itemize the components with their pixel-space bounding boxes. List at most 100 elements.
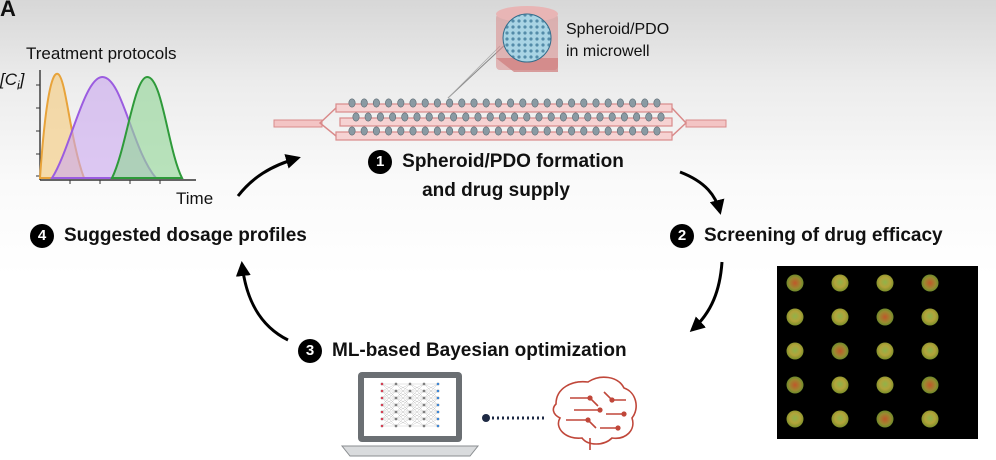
microwell bbox=[620, 112, 628, 122]
step-3-number: 3 bbox=[298, 339, 322, 363]
nn-node bbox=[408, 410, 412, 414]
microwell bbox=[633, 112, 641, 122]
microwell bbox=[616, 126, 624, 136]
microwell bbox=[401, 112, 409, 122]
microwell bbox=[511, 112, 519, 122]
microwell bbox=[608, 112, 616, 122]
microwell bbox=[385, 126, 393, 136]
spheroid bbox=[876, 342, 894, 360]
step-4-number: 4 bbox=[30, 224, 54, 248]
microwell bbox=[360, 126, 368, 136]
spheroid bbox=[786, 376, 804, 394]
nn-node bbox=[436, 396, 440, 400]
brain-icon bbox=[552, 376, 637, 450]
step-1-number: 1 bbox=[368, 150, 393, 174]
nn-node bbox=[394, 382, 398, 386]
treatment-protocol-plot bbox=[36, 70, 196, 184]
nn-node bbox=[436, 424, 440, 428]
spheroid bbox=[876, 274, 894, 292]
microwell bbox=[531, 126, 539, 136]
plot-y-label: [Ci] bbox=[0, 70, 25, 93]
microwell bbox=[482, 126, 490, 136]
microwell bbox=[348, 126, 356, 136]
panel-letter: A bbox=[0, 0, 16, 21]
spheroid bbox=[786, 308, 804, 326]
microwell bbox=[425, 112, 433, 122]
microwell bbox=[531, 98, 539, 108]
microwell bbox=[616, 98, 624, 108]
microwell bbox=[474, 112, 482, 122]
microwell bbox=[376, 112, 384, 122]
nn-node bbox=[394, 396, 398, 400]
microwell bbox=[559, 112, 567, 122]
microwell bbox=[482, 98, 490, 108]
nn-node bbox=[436, 389, 440, 393]
nn-node bbox=[422, 403, 426, 407]
microwell bbox=[519, 126, 527, 136]
spheroid bbox=[876, 308, 894, 326]
laptop-brain-connector bbox=[482, 414, 546, 422]
spheroid bbox=[786, 274, 804, 292]
nn-node bbox=[394, 389, 398, 393]
microwell bbox=[458, 98, 466, 108]
spheroid-pdo-label: Spheroid/PDO in microwell bbox=[566, 21, 670, 60]
microwell bbox=[360, 98, 368, 108]
channel-1 bbox=[335, 103, 673, 113]
microwell bbox=[446, 98, 454, 108]
microwell bbox=[543, 98, 551, 108]
nn-node bbox=[422, 389, 426, 393]
spheroid bbox=[831, 308, 849, 326]
nn-node bbox=[408, 403, 412, 407]
nn-node bbox=[422, 417, 426, 421]
nn-node bbox=[380, 424, 384, 428]
microwell bbox=[352, 112, 360, 122]
microwell bbox=[437, 112, 445, 122]
nn-node bbox=[408, 424, 412, 428]
microwell bbox=[604, 126, 612, 136]
nn-node bbox=[408, 396, 412, 400]
microwell bbox=[592, 98, 600, 108]
microwell bbox=[555, 98, 563, 108]
microwell bbox=[450, 112, 458, 122]
step-2-number: 2 bbox=[670, 224, 694, 248]
microwell bbox=[409, 98, 417, 108]
microwell bbox=[409, 126, 417, 136]
nn-node bbox=[408, 382, 412, 386]
microwell bbox=[519, 98, 527, 108]
spheroid bbox=[921, 274, 939, 292]
microwell bbox=[657, 112, 665, 122]
nn-node bbox=[436, 382, 440, 386]
microwell bbox=[629, 126, 637, 136]
spheroid bbox=[876, 376, 894, 394]
microwell bbox=[507, 126, 515, 136]
microwell bbox=[580, 98, 588, 108]
nn-node bbox=[422, 424, 426, 428]
plot-x-label: Time bbox=[176, 189, 214, 208]
spheroid bbox=[831, 410, 849, 428]
nn-node bbox=[380, 389, 384, 393]
nn-node bbox=[436, 410, 440, 414]
spheroid bbox=[786, 342, 804, 360]
microwell bbox=[584, 112, 592, 122]
microwell bbox=[433, 126, 441, 136]
spheroid-microwell-icon bbox=[496, 6, 558, 72]
microwell bbox=[641, 126, 649, 136]
microwell bbox=[547, 112, 555, 122]
microwell bbox=[385, 98, 393, 108]
microwell bbox=[568, 126, 576, 136]
arrow-2-to-3 bbox=[689, 261, 724, 333]
microwell bbox=[470, 98, 478, 108]
channel-3 bbox=[335, 131, 673, 141]
spheroid bbox=[831, 342, 849, 360]
microwell bbox=[486, 112, 494, 122]
spheroid bbox=[921, 376, 939, 394]
microwell bbox=[397, 98, 405, 108]
protocol-curve-green bbox=[110, 75, 184, 179]
spheroid bbox=[831, 376, 849, 394]
spheroid bbox=[786, 410, 804, 428]
nn-node bbox=[436, 417, 440, 421]
